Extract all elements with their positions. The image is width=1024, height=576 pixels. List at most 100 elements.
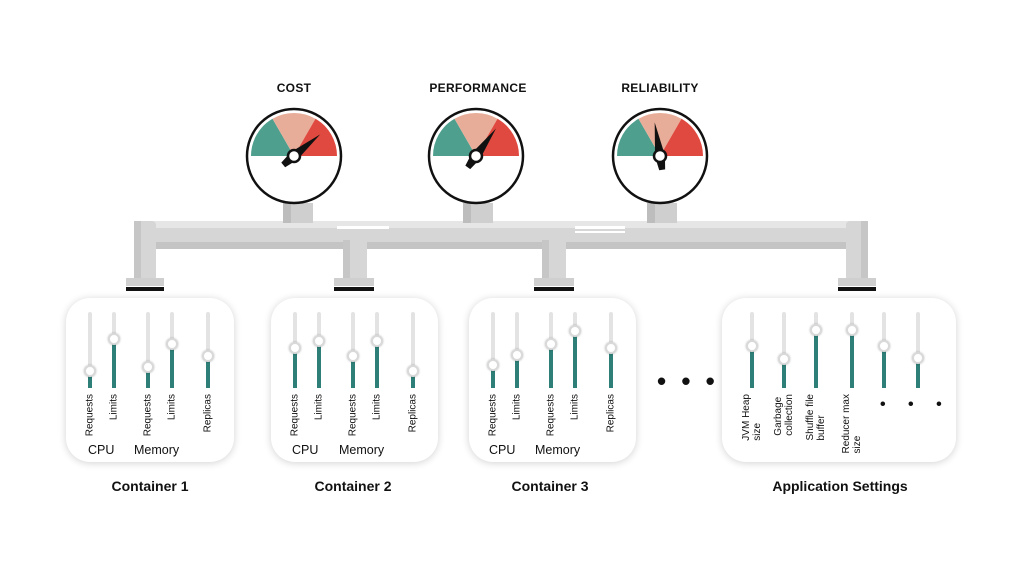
gauge-zone-mid <box>454 113 498 156</box>
slider-label: Requests <box>289 394 301 454</box>
slider-knob[interactable] <box>371 335 383 347</box>
slider-knob[interactable] <box>846 324 858 336</box>
slider-limits[interactable] <box>569 312 581 388</box>
slider-fill <box>782 359 786 388</box>
slider-knob[interactable] <box>912 352 924 364</box>
slider-replicas[interactable] <box>605 312 617 388</box>
slider-fill <box>573 331 577 388</box>
slider-limits[interactable] <box>511 312 523 388</box>
slider-requests[interactable] <box>487 312 499 388</box>
slider-knob[interactable] <box>810 324 822 336</box>
slider-label: Replicas <box>605 394 617 454</box>
gauge-hub <box>468 148 484 164</box>
gauge-zone-low <box>251 118 294 156</box>
slider-label: Limits <box>569 394 581 454</box>
slider-fill <box>317 341 321 388</box>
gauge-zone-high <box>476 118 519 156</box>
slider-label: Requests <box>142 394 154 454</box>
slider-requests[interactable] <box>289 312 301 388</box>
slider-replicas[interactable] <box>202 312 214 388</box>
slider-track <box>491 312 495 388</box>
slider-knob[interactable] <box>84 365 96 377</box>
cpu-group-label: CPU <box>88 443 115 457</box>
slider-jvm-heap-size[interactable] <box>746 312 758 388</box>
slider-knob[interactable] <box>511 349 523 361</box>
container-3-title: Container 3 <box>511 478 589 494</box>
slider-replicas[interactable] <box>407 312 419 388</box>
slider-label: Limits <box>511 394 523 454</box>
gauge-zone-high <box>660 118 703 156</box>
gauge-zone-low <box>617 118 660 156</box>
cpu-group-label: CPU <box>292 443 319 457</box>
slider-requests[interactable] <box>545 312 557 388</box>
slider-knob[interactable] <box>545 338 557 350</box>
slider-track <box>146 312 150 388</box>
slider-knob[interactable] <box>778 353 790 365</box>
slider-fill <box>88 371 92 388</box>
slider-fill <box>549 344 553 388</box>
slider-setting[interactable] <box>912 312 924 388</box>
slider-knob[interactable] <box>289 342 301 354</box>
slider-knob[interactable] <box>202 350 214 362</box>
slider-requests[interactable] <box>84 312 96 388</box>
slider-label-text: Replicas <box>407 394 419 433</box>
slider-limits[interactable] <box>313 312 325 388</box>
gauge-hub <box>652 148 668 164</box>
slider-reducer-max-size[interactable] <box>846 312 858 388</box>
slider-fill <box>882 346 886 388</box>
slider-label-text: Requests <box>289 394 301 437</box>
slider-label-text: Limits <box>166 394 178 421</box>
slider-label-text: Limits <box>511 394 523 421</box>
slider-knob[interactable] <box>878 340 890 352</box>
gauge-title-reliability: RELIABILITY <box>621 81 699 95</box>
slider-fill <box>814 330 818 388</box>
slider-label-text: Limits <box>313 394 325 421</box>
slider-setting[interactable] <box>878 312 890 388</box>
slider-fill <box>750 346 754 388</box>
memory-group-label: Memory <box>339 443 385 457</box>
slider-fill <box>112 339 116 388</box>
gauge-zone-mid <box>272 113 316 156</box>
slider-knob[interactable] <box>166 338 178 350</box>
slider-label-text: Requests <box>545 394 557 437</box>
slider-knob[interactable] <box>605 342 617 354</box>
slider-limits[interactable] <box>166 312 178 388</box>
gauge-title-performance: PERFORMANCE <box>429 81 527 95</box>
slider-fill <box>916 358 920 388</box>
slider-label: Requests <box>347 394 359 454</box>
gauge-zone-low <box>433 118 476 156</box>
slider-knob[interactable] <box>108 333 120 345</box>
slider-knob[interactable] <box>569 325 581 337</box>
container-2-panel: CPU Memory Requests Limits Requests Limits R… <box>271 298 438 462</box>
slider-limits[interactable] <box>371 312 383 388</box>
slider-garbage-collection[interactable] <box>778 312 790 388</box>
slider-knob[interactable] <box>746 340 758 352</box>
memory-group-label: Memory <box>134 443 180 457</box>
slider-limits[interactable] <box>108 312 120 388</box>
slider-fill <box>609 348 613 388</box>
slider-knob[interactable] <box>487 359 499 371</box>
slider-requests[interactable] <box>142 312 154 388</box>
gauge-zone-mid <box>638 113 682 156</box>
slider-requests[interactable] <box>347 312 359 388</box>
cpu-group-label: CPU <box>489 443 516 457</box>
slider-fill <box>146 367 150 388</box>
slider-fill <box>411 371 415 388</box>
gauge-hub <box>286 148 302 164</box>
slider-label-text: Limits <box>371 394 383 421</box>
slider-shuffle-file-buffer[interactable] <box>810 312 822 388</box>
gauge-title-cost: COST <box>276 81 312 95</box>
slider-knob[interactable] <box>407 365 419 377</box>
slider-knob[interactable] <box>142 361 154 373</box>
slider-label: Limits <box>108 394 120 454</box>
slider-knob[interactable] <box>313 335 325 347</box>
slider-knob[interactable] <box>347 350 359 362</box>
slider-label: Requests <box>545 394 557 454</box>
container-1-title: Container 1 <box>111 478 189 494</box>
